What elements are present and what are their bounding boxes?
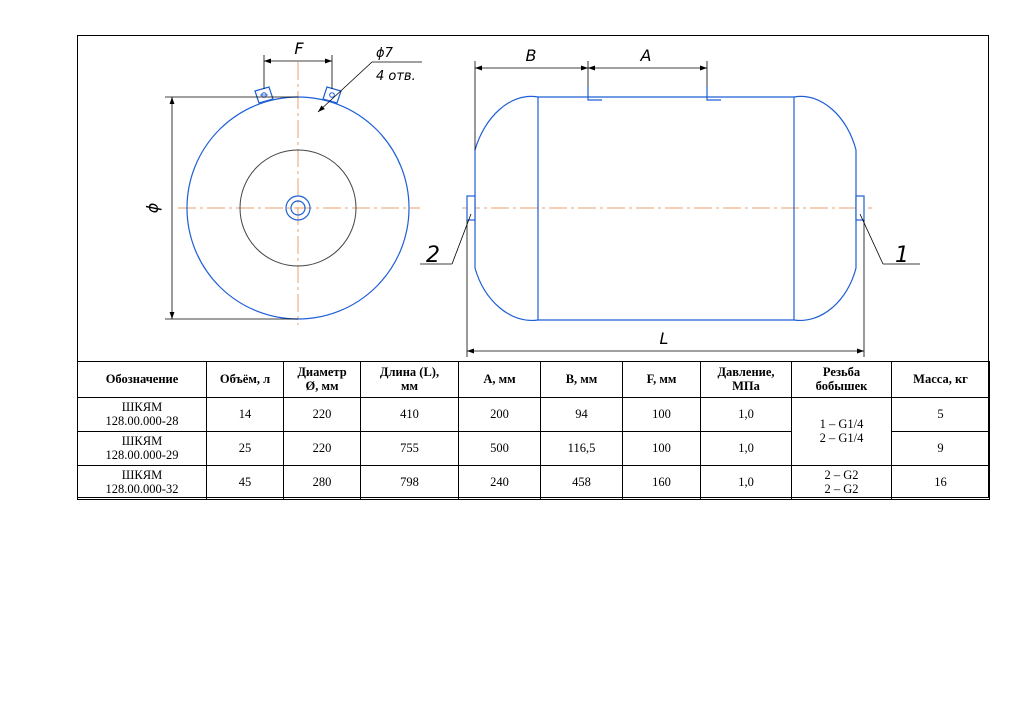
dimension-b: B: [474, 46, 589, 150]
header-diameter: Диаметр Ø, мм: [283, 361, 361, 398]
header-designation: Обозначение: [77, 361, 207, 398]
end-view: F ϕ7 4 отв. ϕ: [143, 39, 422, 325]
table-header-row: Обозначение Объём, л Диаметр Ø, мм Длина…: [77, 361, 990, 398]
header-b: В, мм: [540, 361, 623, 398]
dimension-f: F: [263, 39, 333, 89]
dim-hole-label: ϕ7: [376, 46, 394, 61]
header-mass: Масса, кг: [891, 361, 990, 398]
header-a: А, мм: [458, 361, 541, 398]
header-thread: Резьба бобышек: [791, 361, 892, 398]
cell-b: 94: [540, 397, 623, 432]
cell-pressure: 1,0: [700, 465, 792, 500]
cell-designation: ШКЯМ 128.00.000-29: [77, 431, 207, 466]
side-view: B A L 2 1: [420, 46, 920, 357]
boss-outer-circle: [285, 195, 311, 221]
cell-a: 240: [458, 465, 541, 500]
cell-a: 200: [458, 397, 541, 432]
table-row: ШКЯМ 128.00.000-32 45 280 798 240 458 16…: [77, 465, 990, 500]
cell-diameter: 220: [283, 431, 361, 466]
cell-thread: 2 – G2 2 – G2: [791, 465, 892, 500]
dimension-diameter: ϕ: [143, 96, 298, 320]
boss-2: [466, 195, 476, 221]
table-row: ШКЯМ 128.00.000-28 14 220 410 200 94 100…: [77, 397, 990, 466]
cell-a: 500: [458, 431, 541, 466]
hole-leader: ϕ7 4 отв.: [317, 46, 422, 113]
table-row: ШКЯМ 128.00.000-29 25 220 755 500 116,5 …: [77, 431, 990, 466]
cell-pressure: 1,0: [700, 397, 792, 432]
cell-volume: 45: [206, 465, 284, 500]
dim-f-label: F: [294, 39, 304, 58]
dim-b-label: B: [526, 46, 537, 65]
cell-length: 410: [360, 397, 459, 432]
callout-2: 2: [420, 213, 472, 268]
dimension-l: L: [466, 220, 865, 357]
header-f: F, мм: [622, 361, 701, 398]
cell-f: 100: [622, 431, 701, 466]
vessel-head-circle: [239, 149, 357, 267]
cell-f: 100: [622, 397, 701, 432]
cell-mass: 9: [891, 431, 990, 466]
cell-pressure: 1,0: [700, 431, 792, 466]
cell-b: 458: [540, 465, 623, 500]
cell-thread: 1 – G1/4 2 – G1/4: [791, 397, 892, 466]
cell-length: 798: [360, 465, 459, 500]
dimension-a: A: [588, 46, 708, 86]
cell-diameter: 280: [283, 465, 361, 500]
cell-volume: 25: [206, 431, 284, 466]
header-pressure: Давление, МПа: [700, 361, 792, 398]
dim-holes-count-label: 4 отв.: [376, 69, 416, 84]
bracket-top-right: [706, 86, 721, 101]
cell-mass: 16: [891, 465, 990, 500]
dim-l-label: L: [660, 329, 669, 348]
header-length: Длина (L), мм: [360, 361, 459, 398]
cell-mass: 5: [891, 397, 990, 432]
callout-2-label: 2: [426, 243, 440, 268]
cell-diameter: 220: [283, 397, 361, 432]
bracket-right: [322, 86, 342, 104]
cell-length: 755: [360, 431, 459, 466]
callout-1: 1: [859, 213, 920, 268]
dim-diameter-label: ϕ: [143, 202, 162, 213]
cell-volume: 14: [206, 397, 284, 432]
header-volume: Объём, л: [206, 361, 284, 398]
dim-a-label: A: [640, 46, 652, 65]
spec-table: Обозначение Объём, л Диаметр Ø, мм Длина…: [77, 361, 990, 500]
cell-designation: ШКЯМ 128.00.000-32: [77, 465, 207, 500]
cell-f: 160: [622, 465, 701, 500]
bracket-top-left: [587, 86, 602, 101]
cell-designation: ШКЯМ 128.00.000-28: [77, 397, 207, 432]
boss-1: [855, 195, 865, 221]
boss-inner-circle: [290, 200, 306, 216]
callout-1-label: 1: [895, 243, 909, 268]
cell-b: 116,5: [540, 431, 623, 466]
